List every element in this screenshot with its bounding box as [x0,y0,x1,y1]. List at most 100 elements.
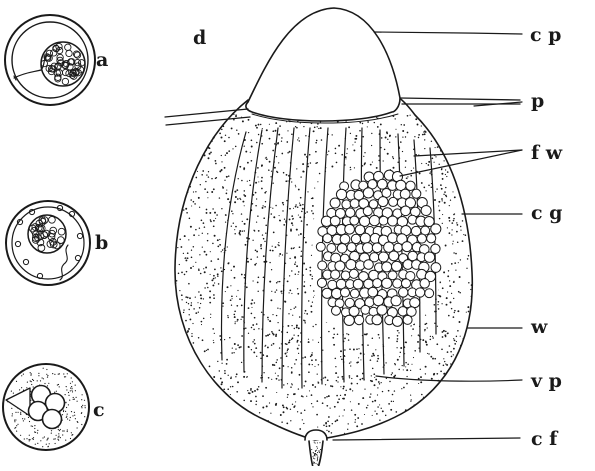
stipple-dot [72,415,73,416]
stipple-dot [264,192,266,194]
stipple-dot [72,391,73,392]
stipple-dot [302,396,303,397]
stipple-dot [260,124,261,125]
granule [316,242,325,251]
stipple-dot [256,356,257,357]
stipple-dot [370,393,371,394]
stipple-dot [263,238,265,240]
stipple-dot [360,353,362,355]
stipple-dot [293,218,294,219]
stipple-dot [24,438,25,439]
stipple-dot [462,240,464,242]
stipple-dot [417,124,419,126]
stipple-dot [224,339,225,340]
stipple-dot [253,329,255,331]
stipple-dot [312,197,314,199]
stipple-dot [315,151,317,153]
stipple-dot [71,435,72,436]
stipple-dot [277,375,278,376]
stipple-dot [226,176,228,178]
stipple-dot [453,218,455,220]
stipple-dot [441,198,443,200]
stipple-dot [29,440,30,441]
stipple-dot [219,370,220,371]
granule [378,197,388,207]
stipple-dot [291,367,293,369]
stipple-dot [285,180,287,182]
stipple-dot [444,191,446,193]
stipple-dot [190,267,192,269]
stipple-dot [324,397,326,399]
stipple-dot [335,420,337,422]
stipple-dot [293,334,294,335]
stipple-dot [312,276,313,277]
stipple-dot [185,320,187,322]
stipple-dot [73,399,74,400]
granule [346,260,356,270]
stipple-dot [265,201,266,202]
stipple-dot [221,129,223,131]
stipple-dot [226,152,228,154]
stipple-dot [407,132,409,134]
stipple-dot [222,186,223,187]
stipple-dot [470,305,471,306]
stipple-dot [313,130,315,132]
stipple-dot [243,376,245,378]
stipple-dot [435,156,436,157]
stipple-dot [289,151,291,153]
stipple-dot [281,141,282,142]
stipple-dot [14,421,15,422]
stipple-dot [316,414,318,416]
stipple-dot [256,400,258,402]
stipple-dot [376,167,378,169]
stipple-dot [337,401,339,403]
stipple-dot [466,268,467,269]
stipple-dot [405,366,406,367]
stipple-dot [261,165,263,167]
ventral-pore [305,430,327,440]
stipple-dot [319,173,321,175]
stipple-dot [405,167,406,168]
stipple-dot [387,153,389,155]
stipple-dot [294,257,296,259]
stipple-dot [235,321,236,322]
stipple-dot [76,397,77,398]
stipple-dot [257,388,259,390]
stipple-dot [188,283,190,285]
stipple-dot [274,291,275,292]
stipple-dot [278,162,279,163]
stipple-dot [283,224,285,226]
stipple-dot [337,381,338,382]
stipple-dot [255,347,257,349]
stipple-dot [298,388,299,389]
stipple-dot [251,349,252,350]
stipple-dot [293,393,295,395]
stipple-dot [310,270,311,271]
stipple-dot [73,397,74,398]
stipple-dot [446,196,447,197]
stipple-dot [251,327,253,329]
stipple-dot [333,334,334,335]
stipple-dot [237,198,239,200]
stipple-dot [317,373,318,374]
stipple-dot [400,347,402,349]
stipple-dot [215,163,217,165]
stipple-dot [410,115,411,116]
stipple-dot [312,456,313,457]
stipple-dot [47,446,48,447]
stipple-dot [224,180,225,181]
stipple-dot [311,359,313,361]
stipple-dot [241,316,242,317]
stipple-dot [187,257,189,259]
stipple-dot [364,163,366,165]
stipple-dot [456,341,457,342]
stipple-dot [202,247,203,248]
stipple-dot [188,328,190,330]
stipple-dot [349,348,351,350]
stipple-dot [271,291,272,292]
stipple-dot [207,287,209,289]
stipple-dot [471,296,472,297]
stipple-dot [268,420,269,421]
stipple-dot [395,118,396,119]
stipple-dot [70,390,71,391]
